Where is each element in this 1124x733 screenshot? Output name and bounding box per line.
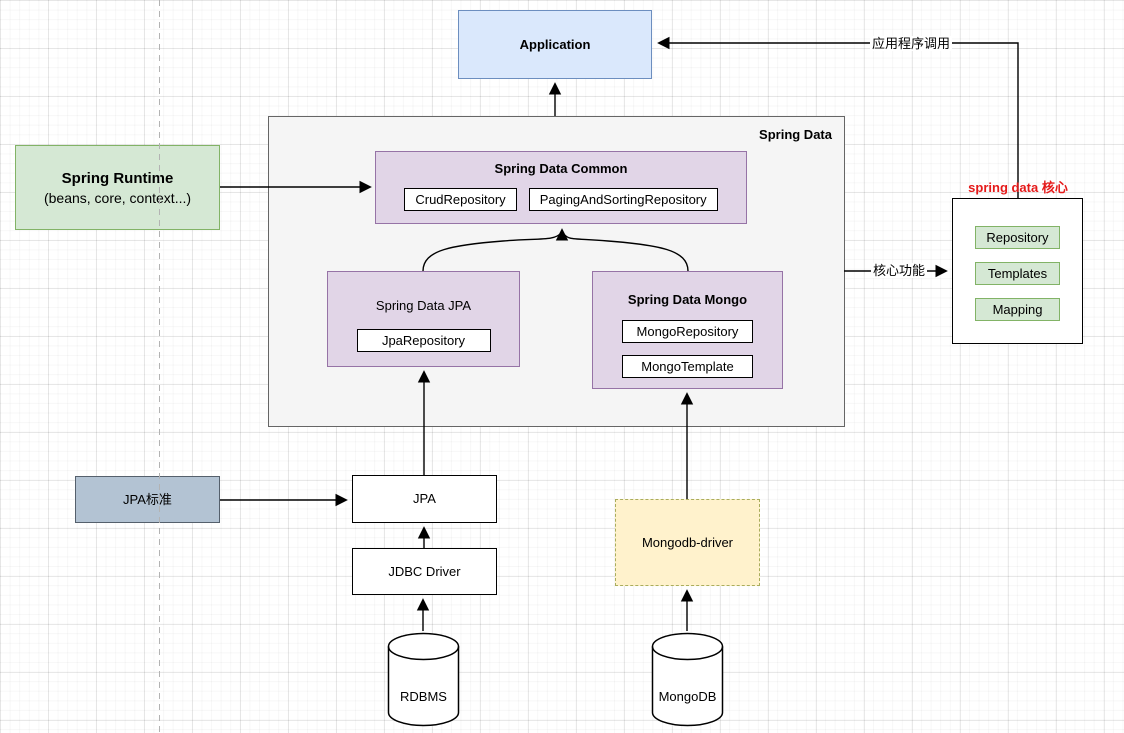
spring-data-core-heading: spring data 核心 xyxy=(968,180,1068,195)
edge-label-app-call: 应用程序调用 xyxy=(870,36,953,51)
application-label: Application xyxy=(519,36,591,52)
chip-jparepository: JpaRepository xyxy=(356,329,491,352)
spring-data-common-items: CrudRepository PagingAndSortingRepositor… xyxy=(404,188,718,211)
spring-data-common-title: Spring Data Common xyxy=(494,161,628,176)
node-spring-data-common: Spring Data Common CrudRepository Paging… xyxy=(375,151,747,224)
jpa-label: JPA xyxy=(413,491,436,506)
spring-runtime-title: Spring Runtime xyxy=(61,169,174,187)
chip-mongotemplate: MongoTemplate xyxy=(622,355,753,378)
node-spring-data-jpa: Spring Data JPA JpaRepository xyxy=(327,271,520,367)
node-jdbc-driver: JDBC Driver xyxy=(352,548,497,595)
chip-templates: Templates xyxy=(975,262,1060,285)
chip-mongorepository: MongoRepository xyxy=(622,320,753,343)
node-spring-data-core: Repository Templates Mapping xyxy=(952,198,1083,344)
node-mongodb-driver: Mongodb-driver xyxy=(615,499,760,586)
chip-crudrepository: CrudRepository xyxy=(404,188,517,211)
rdbms-label: RDBMS xyxy=(400,689,447,704)
node-spring-data-mongo: Spring Data Mongo MongoRepository MongoT… xyxy=(592,271,783,389)
spring-runtime-subtitle: (beans, core, context...) xyxy=(43,189,192,206)
jpa-standard-label: JPA标准 xyxy=(123,491,172,507)
database-cylinder-icon xyxy=(387,632,460,727)
node-rdbms: RDBMS xyxy=(387,632,460,727)
node-jpa-standard: JPA标准 xyxy=(75,476,220,523)
spring-data-jpa-title: Spring Data JPA xyxy=(375,298,472,313)
mongodb-label: MongoDB xyxy=(658,689,717,704)
node-jpa: JPA xyxy=(352,475,497,523)
database-cylinder-icon xyxy=(651,632,724,727)
jdbc-driver-label: JDBC Driver xyxy=(388,563,461,579)
node-spring-runtime: Spring Runtime (beans, core, context...) xyxy=(15,145,220,230)
edge-label-core-function: 核心功能 xyxy=(871,263,928,278)
node-application: Application xyxy=(458,10,652,79)
chip-pagingandsortingrepository: PagingAndSortingRepository xyxy=(528,188,718,211)
node-mongodb: MongoDB xyxy=(651,632,724,727)
chip-mapping: Mapping xyxy=(975,298,1060,321)
spring-data-mongo-title: Spring Data Mongo xyxy=(627,292,748,307)
mongodb-driver-label: Mongodb-driver xyxy=(641,534,734,550)
container-spring-data-label: Spring Data xyxy=(759,127,832,142)
chip-repository: Repository xyxy=(975,226,1060,249)
